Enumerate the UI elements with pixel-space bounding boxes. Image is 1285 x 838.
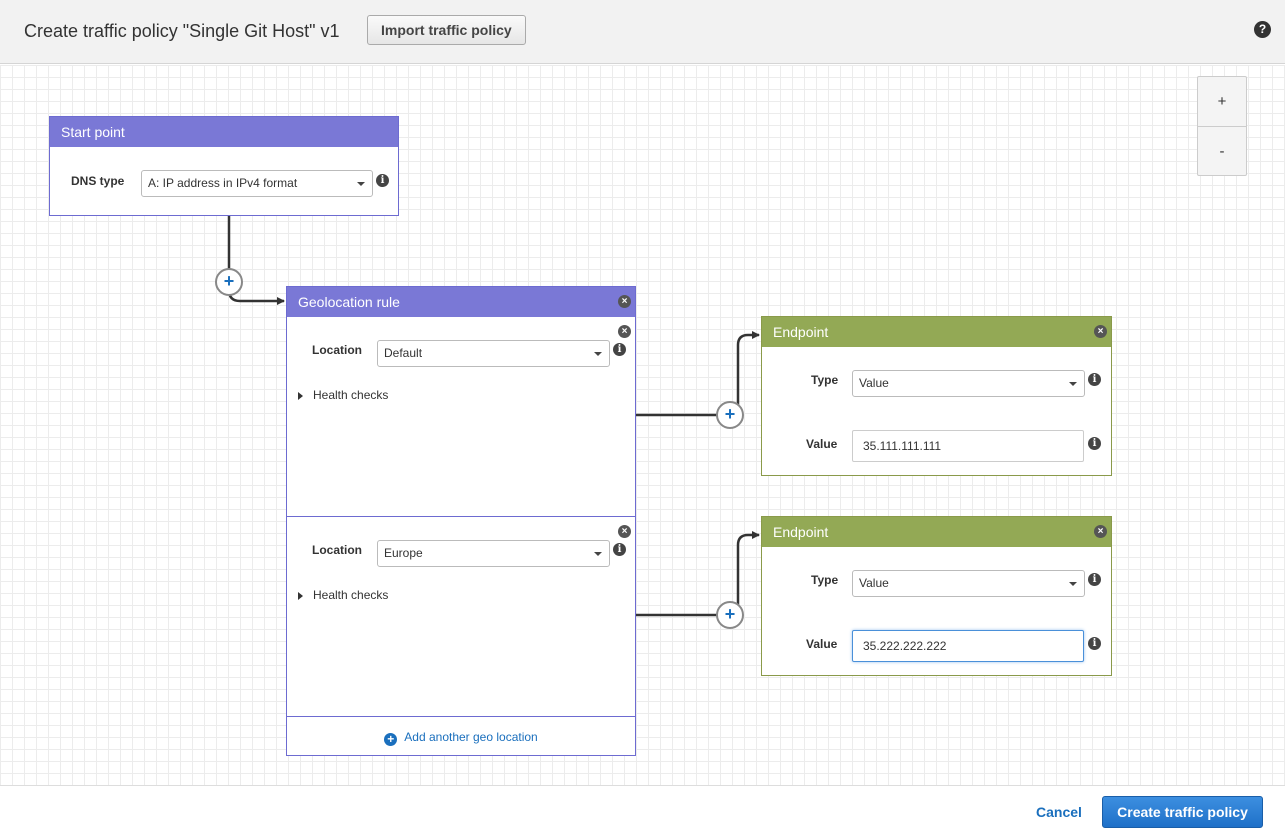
location-value: Europe [384,546,423,560]
geolocation-rule-box: Geolocation rule × × Location Default i … [286,286,636,756]
zoom-out-button[interactable]: - [1219,143,1225,160]
start-point-header: Start point [50,117,398,147]
location-label: Location [312,543,362,557]
endpoint-box: Endpoint × Type Value i Value i [761,516,1112,676]
zoom-in-button[interactable]: + [1198,77,1246,127]
triangle-right-icon [298,591,303,600]
zoom-controls: + - [1197,76,1247,176]
info-icon[interactable]: i [1088,437,1101,450]
info-icon[interactable]: i [1088,573,1101,586]
caret-down-icon [357,182,365,186]
endpoint-value-input[interactable] [852,630,1084,662]
create-traffic-policy-button[interactable]: Create traffic policy [1102,796,1263,828]
plus-circle-icon: + [384,733,398,746]
connector-rule2-to-endpoint2 [636,531,760,617]
geolocation-rule-header: Geolocation rule × [287,287,635,317]
add-endpoint-plus-icon[interactable]: + [716,601,744,629]
page-header: Create traffic policy "Single Git Host" … [0,0,1285,64]
health-checks-toggle[interactable]: Health checks [298,588,388,602]
geolocation-rule-title: Geolocation rule [298,294,400,310]
endpoint-title: Endpoint [773,324,829,340]
endpoint-value-input[interactable] [852,430,1084,462]
dns-type-value: A: IP address in IPv4 format [148,176,298,190]
caret-down-icon [594,552,602,556]
add-rule-plus-icon[interactable]: + [215,268,243,296]
value-label: Value [806,637,838,651]
triangle-right-icon [298,391,303,400]
type-label: Type [811,573,839,587]
add-geo-location-label: Add another geo location [404,730,538,744]
start-point-box: Start point DNS type A: IP address in IP… [49,116,399,216]
close-icon[interactable]: × [1094,525,1107,538]
health-checks-toggle[interactable]: Health checks [298,388,388,402]
add-geo-location-link[interactable]: + Add another geo location [287,730,635,746]
close-icon[interactable]: × [1094,325,1107,338]
policy-canvas[interactable]: + + + Start point DNS type A: IP address… [0,65,1285,785]
type-select[interactable]: Value [852,370,1085,397]
health-checks-label: Health checks [313,588,389,602]
type-select[interactable]: Value [852,570,1085,597]
info-icon[interactable]: i [613,343,626,356]
caret-down-icon [1069,582,1077,586]
location-select[interactable]: Default [377,340,610,367]
type-value: Value [859,376,889,390]
import-traffic-policy-button[interactable]: Import traffic policy [367,15,526,45]
info-icon[interactable]: i [1088,637,1101,650]
page-title: Create traffic policy "Single Git Host" … [24,21,340,41]
remove-location-close-icon[interactable]: × [618,525,631,538]
info-icon[interactable]: i [613,543,626,556]
caret-down-icon [594,352,602,356]
caret-down-icon [1069,382,1077,386]
close-icon[interactable]: × [618,295,631,308]
info-icon[interactable]: i [376,174,389,187]
dns-type-label: DNS type [71,174,125,188]
endpoint-title: Endpoint [773,524,829,540]
cancel-button[interactable]: Cancel [1036,804,1082,820]
rule-divider [287,516,635,517]
dns-type-select[interactable]: A: IP address in IPv4 format [141,170,373,197]
connector-rule1-to-endpoint1 [636,331,760,417]
remove-location-close-icon[interactable]: × [618,325,631,338]
rule-divider [287,716,635,717]
location-select[interactable]: Europe [377,540,610,567]
add-endpoint-plus-icon[interactable]: + [716,401,744,429]
endpoint-header: Endpoint × [762,517,1111,547]
page-footer: Cancel Create traffic policy [0,785,1285,838]
location-value: Default [384,346,423,360]
type-value: Value [859,576,889,590]
endpoint-header: Endpoint × [762,317,1111,347]
location-label: Location [312,343,362,357]
info-icon[interactable]: i [1088,373,1101,386]
type-label: Type [811,373,839,387]
endpoint-box: Endpoint × Type Value i Value i [761,316,1112,476]
value-label: Value [806,437,838,451]
help-icon[interactable]: ? [1254,21,1271,38]
health-checks-label: Health checks [313,388,389,402]
